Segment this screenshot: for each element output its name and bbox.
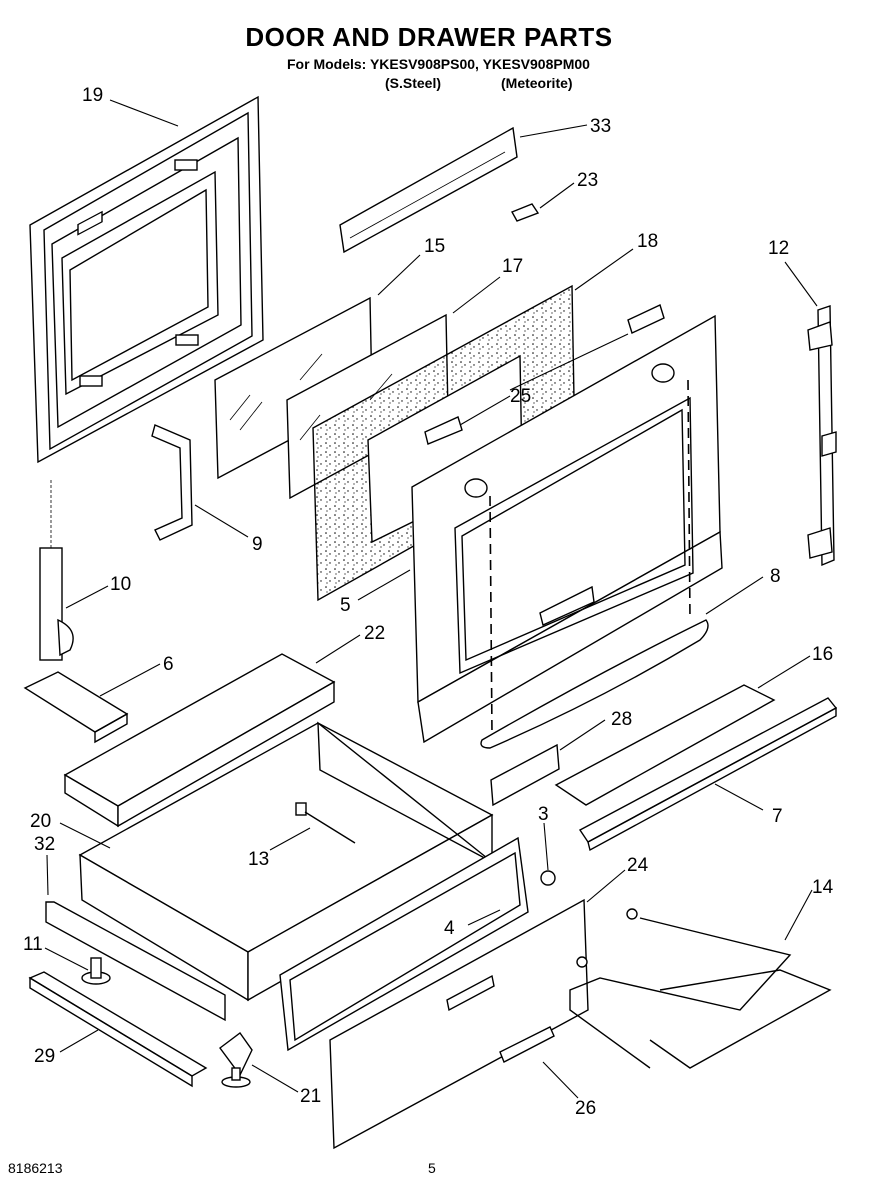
leveling-foot-part-11 — [81, 957, 111, 985]
callout-7: 7 — [772, 806, 783, 827]
sensor-part-13 — [295, 802, 356, 844]
clip-part-23 — [511, 203, 540, 222]
inner-door-panel-part-19 — [29, 95, 264, 464]
door-handle-part-8 — [480, 379, 709, 749]
drawer-glide-part-9 — [151, 424, 193, 541]
drawer-tray-part-22 — [63, 653, 336, 828]
label-part-28 — [490, 743, 560, 807]
callout-13: 13 — [248, 849, 269, 870]
callout-21: 21 — [300, 1086, 321, 1107]
callout-17: 17 — [502, 256, 523, 277]
callout-10: 10 — [110, 574, 131, 595]
callout-4: 4 — [444, 918, 455, 939]
callout-24: 24 — [627, 855, 649, 876]
callout-22: 22 — [364, 623, 385, 644]
callout-32: 32 — [34, 834, 55, 855]
leveling-leg-part-21 — [219, 1032, 253, 1088]
callout-11: 11 — [23, 934, 43, 955]
leader-lines — [44, 99, 818, 1099]
page-title: DOOR AND DRAWER PARTS — [245, 22, 613, 52]
drawer-front-trim-part-32 — [45, 901, 226, 1022]
callout-16: 16 — [812, 644, 833, 665]
callout-numbers: 19 33 23 15 18 17 12 25 9 10 5 8 22 6 16… — [23, 85, 834, 1119]
drawer-handle-part-26 — [499, 1026, 555, 1063]
bracket-part-6 — [23, 671, 129, 744]
rail-part-7 — [578, 697, 838, 852]
callout-5: 5 — [340, 595, 351, 616]
callout-15: 15 — [424, 236, 445, 257]
drawer-bracket-part-4 — [279, 836, 529, 1052]
callout-26: 26 — [575, 1098, 596, 1119]
outer-door-part-5 — [411, 314, 723, 744]
callout-33: 33 — [590, 116, 611, 137]
bake-element-part-14 — [569, 908, 832, 1069]
models-line: For Models: YKESV908PS00, YKESV908PM00 — [287, 56, 590, 72]
side-trim-part-12 — [807, 305, 837, 567]
document-number: 8186213 — [8, 1160, 63, 1176]
callout-25: 25 — [510, 386, 531, 407]
variant-s-steel: (S.Steel) — [385, 75, 442, 91]
door-hinge-part-10 — [39, 480, 74, 661]
screw-part-3 — [540, 870, 556, 886]
hinge-bracket-part-25 — [424, 304, 665, 445]
variant-meteorite: (Meteorite) — [501, 75, 573, 91]
callout-20: 20 — [30, 811, 51, 832]
callout-8: 8 — [770, 566, 781, 587]
drawer-front-panel-part-24 — [329, 898, 589, 1150]
callout-3: 3 — [538, 804, 549, 825]
vent-panel-part-33 — [339, 126, 518, 254]
callout-14: 14 — [812, 877, 834, 898]
callout-19: 19 — [82, 85, 103, 106]
callout-9: 9 — [252, 534, 263, 555]
page-number: 5 — [428, 1160, 436, 1176]
callout-29: 29 — [34, 1046, 55, 1067]
callout-28: 28 — [611, 709, 632, 730]
callout-23: 23 — [577, 170, 598, 191]
drawer-slide-part-29 — [28, 971, 208, 1088]
callout-12: 12 — [768, 238, 789, 259]
callout-18: 18 — [637, 231, 658, 252]
drawer-box-part-20 — [78, 721, 494, 1002]
callout-6: 6 — [163, 654, 174, 675]
drawer-rail-part-16 — [554, 684, 776, 806]
